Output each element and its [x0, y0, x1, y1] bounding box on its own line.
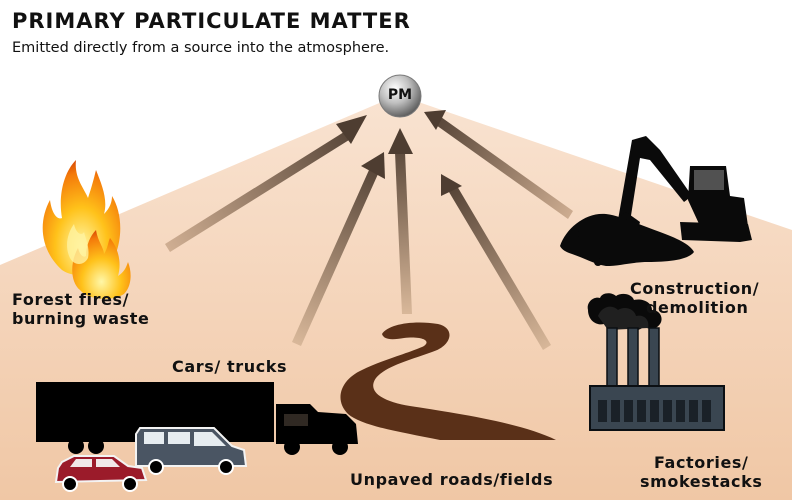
- label-forest-fires-line2: burning waste: [12, 309, 150, 328]
- pm-particle: [378, 74, 422, 118]
- pm-label: PM: [387, 87, 413, 103]
- label-factories-line1: Factories/: [653, 453, 749, 472]
- label-roads-text: Unpaved roads/fields: [350, 470, 554, 489]
- label-factories: Factories/ smokestacks: [640, 453, 762, 491]
- arrow-from-construction: [424, 110, 573, 219]
- arrow-from-roads: [388, 128, 413, 314]
- car-icon: [54, 455, 148, 492]
- excavator-icon: [560, 136, 752, 266]
- arrow-from-fields: [441, 174, 551, 350]
- page-title: PRIMARY PARTICULATE MATTER: [12, 9, 411, 33]
- fire-icon: [42, 160, 131, 299]
- label-forest-fires: Forest fires/ burning waste: [12, 290, 149, 328]
- label-cars: Cars/ trucks: [172, 357, 287, 376]
- label-factories-line2: smokestacks: [640, 472, 763, 491]
- arrow-from-forest-fires: [165, 115, 367, 252]
- factory-icon: [587, 293, 725, 431]
- label-cars-text: Cars/ trucks: [172, 357, 288, 376]
- arrow-from-cars: [292, 152, 385, 346]
- road-icon: [340, 322, 556, 440]
- label-construction-line2: demolition: [646, 298, 749, 317]
- page-subtitle: Emitted directly from a source into the …: [12, 40, 390, 56]
- label-roads: Unpaved roads/fields: [350, 470, 553, 489]
- label-forest-fires-line1: Forest fires/: [12, 290, 130, 309]
- label-construction-line1: Construction/: [630, 279, 760, 298]
- label-construction: Construction/ demolition: [630, 279, 759, 317]
- van-icon: [135, 427, 248, 475]
